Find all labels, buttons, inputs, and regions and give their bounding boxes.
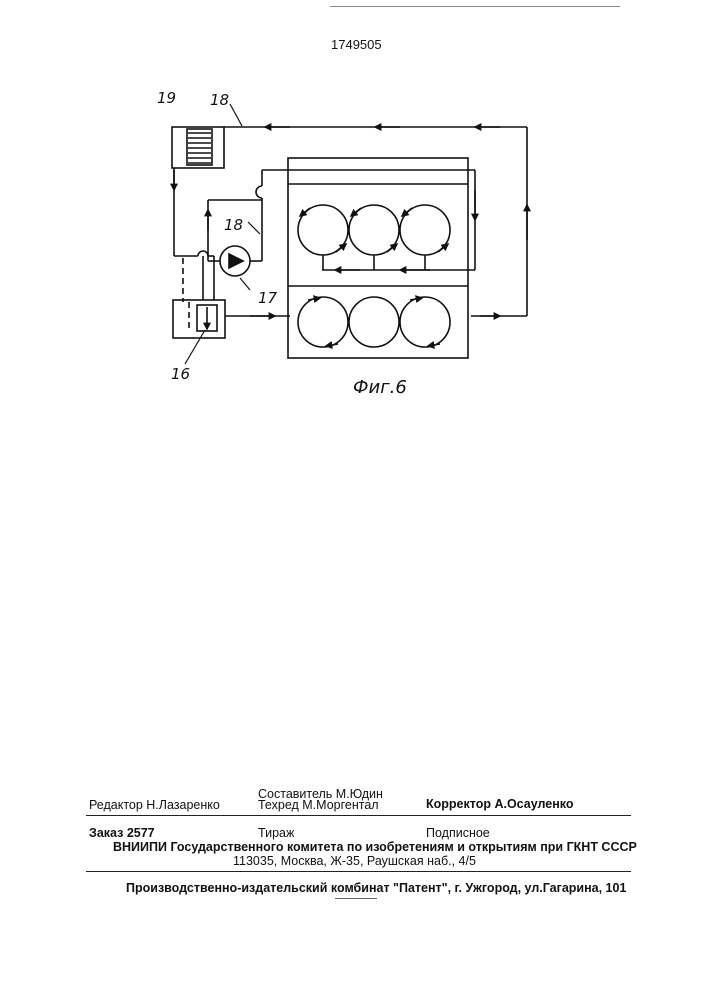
institute-address: 113035, Москва, Ж-35, Раушская наб., 4/5 (233, 854, 476, 868)
figure-6-diagram: 19 18 18 17 16 Фиг.6 (0, 0, 707, 420)
publisher-underline (335, 898, 377, 899)
corrector: Корректор А.Осауленко (426, 797, 574, 811)
footer-rule-2 (86, 871, 631, 872)
engine-block (288, 158, 468, 358)
radiator-19 (172, 127, 224, 168)
bypass-dashed-pipe (183, 258, 189, 332)
label-18-mid: 18 (224, 216, 243, 234)
figure-caption: Фиг.6 (353, 377, 407, 398)
label-18-top: 18 (210, 91, 229, 109)
print-run: Тираж (258, 826, 294, 840)
label-16: 16 (171, 365, 190, 383)
subscription: Подписное (426, 826, 490, 840)
return-pipe-18 (224, 127, 527, 316)
editor: Редактор Н.Лазаренко (89, 798, 220, 812)
label-19: 19 (157, 89, 176, 107)
order-number: Заказ 2577 (89, 826, 155, 840)
footer-rule-1 (86, 815, 631, 816)
pump-17 (208, 170, 475, 276)
techred: Техред М.Моргентал (258, 798, 379, 812)
label-17: 17 (258, 289, 278, 307)
publisher: Производственно-издательский комбинат "П… (126, 881, 626, 895)
institute: ВНИИПИ Государственного комитета по изоб… (113, 840, 637, 854)
